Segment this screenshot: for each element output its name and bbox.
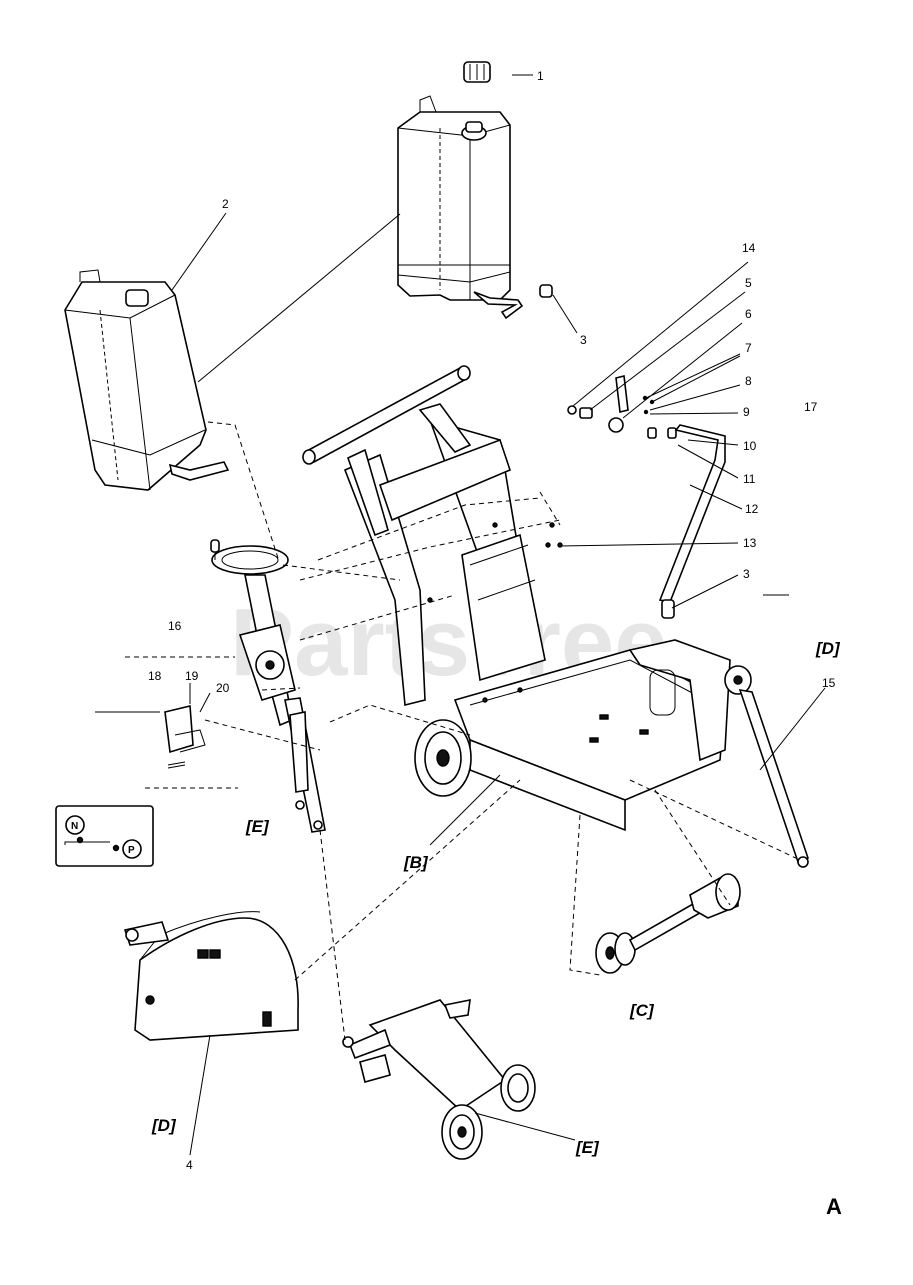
callout-6: 6 xyxy=(745,307,752,321)
callout-19: 19 xyxy=(185,669,199,683)
callout-16: 16 xyxy=(168,619,182,633)
section-ref-e-bottom: [E] xyxy=(575,1138,600,1157)
callout-7: 7 xyxy=(745,341,752,355)
callout-2: 2 xyxy=(222,197,229,211)
decal-neutral-label: N xyxy=(71,821,78,832)
callout-14: 14 xyxy=(742,241,756,255)
valve-parts xyxy=(549,375,726,619)
section-ref-e-left: [E] xyxy=(245,817,270,836)
callout-4: 4 xyxy=(186,1158,193,1172)
callout-12: 12 xyxy=(745,502,759,516)
callout-18: 18 xyxy=(148,669,162,683)
leader-lines xyxy=(95,74,826,1156)
saw-frame xyxy=(302,365,731,832)
assembly-lines xyxy=(125,421,801,1041)
callout-15: 15 xyxy=(822,676,836,690)
section-ref-b: [B] xyxy=(403,853,429,872)
callout-3-top: 3 xyxy=(580,333,587,347)
callout-3-right: 3 xyxy=(743,567,750,581)
callout-9: 9 xyxy=(743,405,750,419)
water-tank-top xyxy=(397,95,553,320)
section-references: [D] [E] [B] [C] [D] [E] xyxy=(151,639,841,1157)
part-15-lever xyxy=(724,665,810,868)
part-2-water-tank xyxy=(64,269,230,491)
callout-10: 10 xyxy=(743,439,757,453)
neutral-symbol-icon xyxy=(65,815,85,835)
part-4-blade-guard xyxy=(123,911,299,1041)
section-ref-d-right: [D] xyxy=(815,639,841,658)
callout-13: 13 xyxy=(743,536,757,550)
callout-11: 11 xyxy=(743,472,756,486)
depth-control-assembly xyxy=(210,539,326,833)
section-ref-d-left: [D] xyxy=(151,1116,177,1135)
part-19-20-bracket xyxy=(164,705,206,769)
blade-shaft-assembly xyxy=(595,873,741,974)
callout-5: 5 xyxy=(745,276,752,290)
np-decal: N P xyxy=(55,805,154,867)
callout-labels: 1 2 3 14 5 6 7 8 9 17 10 11 12 13 3 15 1… xyxy=(148,69,836,1172)
callout-17: 17 xyxy=(804,400,818,414)
callout-20: 20 xyxy=(216,681,230,695)
wheel-axle-assembly xyxy=(342,998,536,1160)
park-symbol-icon xyxy=(122,839,142,859)
section-ref-c: [C] xyxy=(629,1001,655,1020)
callout-1: 1 xyxy=(537,69,544,83)
part-1-cap xyxy=(463,61,491,83)
callout-8: 8 xyxy=(745,374,752,388)
page-letter: A xyxy=(826,1194,842,1219)
decal-frame xyxy=(55,805,154,867)
decal-park-label: P xyxy=(128,845,135,856)
